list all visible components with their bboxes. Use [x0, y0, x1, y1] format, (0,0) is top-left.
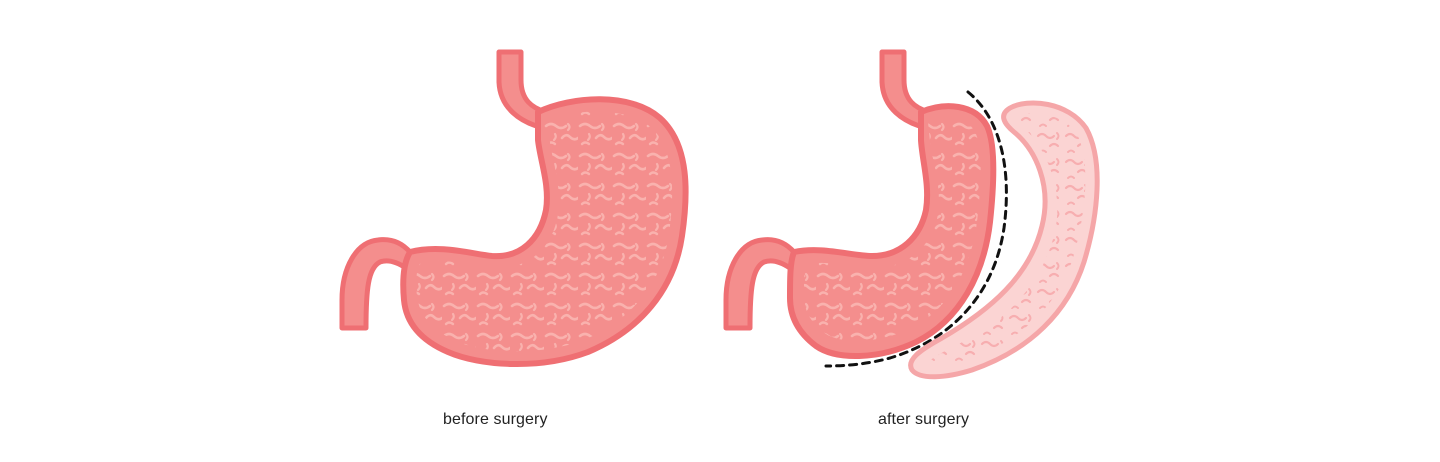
stomach-after-icon — [723, 49, 997, 360]
duodenum-after — [723, 237, 797, 331]
duodenum-before — [339, 237, 413, 331]
caption-after-surgery: after surgery — [878, 411, 970, 428]
removed-stomach-portion-icon — [908, 100, 1100, 380]
caption-before-surgery: before surgery — [443, 411, 548, 428]
dashed-cut-line-icon — [824, 90, 1008, 368]
stomach-texture-after — [804, 117, 981, 341]
stomach-texture-before — [416, 111, 673, 352]
removed-portion-shape — [908, 100, 1100, 380]
removed-portion-texture — [928, 113, 1086, 365]
stomach-before-icon — [339, 49, 689, 368]
